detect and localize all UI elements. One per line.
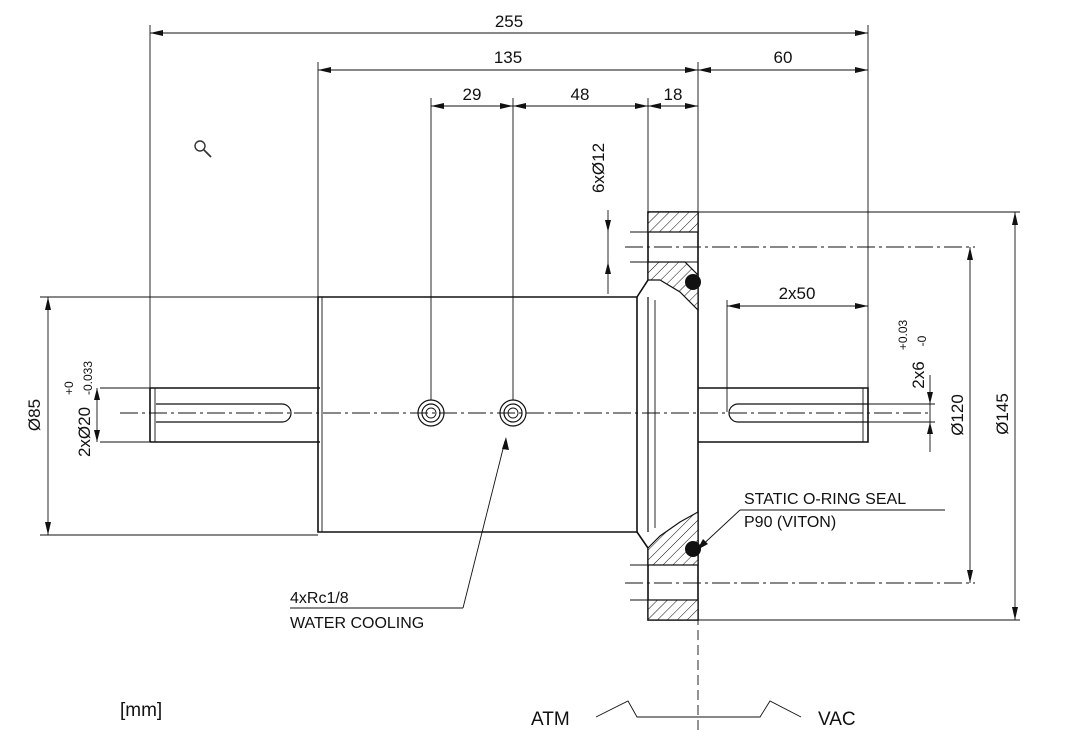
housing-body — [40, 296, 638, 536]
dim-body-diameter: Ø85 — [25, 399, 44, 431]
oring-material-label: P90 (VITON) — [744, 514, 836, 531]
cooling-thread-label: 4xRc1/8 — [290, 590, 349, 607]
magnifier-icon[interactable] — [194, 140, 212, 158]
units-label: [mm] — [120, 700, 162, 721]
dim-shaft-tol-upper: +0 — [62, 381, 76, 395]
dim-key-width: 2x6 — [909, 361, 928, 388]
dim-bolt-circle: Ø120 — [948, 394, 967, 436]
left-shaft — [100, 387, 320, 443]
dim-overall-length: 255 — [495, 12, 523, 31]
oring-bottom — [685, 541, 701, 557]
dim-port-spacing: 29 — [463, 85, 482, 104]
dim-flange-diameter: Ø145 — [993, 393, 1012, 435]
cooling-function-label: WATER COOLING — [290, 615, 424, 632]
dim-body-length: 135 — [494, 48, 522, 67]
dim-flange-holes: 6xØ12 — [589, 143, 608, 193]
oring-seal-label: STATIC O-RING SEAL — [744, 491, 906, 508]
dim-flange-thickness: 18 — [664, 85, 683, 104]
dim-shaft-tol-lower: -0.033 — [81, 361, 95, 395]
dim-shaft-diameter: 2xØ20 — [75, 407, 94, 457]
vac-label: VAC — [818, 709, 856, 730]
right-shaft — [698, 387, 935, 443]
flange — [625, 211, 975, 621]
dim-key-width-tol-lower: -0 — [915, 335, 929, 346]
dim-key-width-tol-upper: +0.03 — [896, 319, 910, 350]
oring-top — [685, 274, 701, 290]
dim-flange-to-end: 60 — [774, 48, 793, 67]
atm-arrow-icon — [595, 700, 698, 718]
cooling-port-1 — [417, 399, 445, 427]
dim-keyway-spacing: 2x50 — [779, 284, 816, 303]
atm-label: ATM — [531, 709, 570, 730]
vac-arrow-icon — [698, 700, 802, 718]
dim-port-to-flange: 48 — [571, 85, 590, 104]
